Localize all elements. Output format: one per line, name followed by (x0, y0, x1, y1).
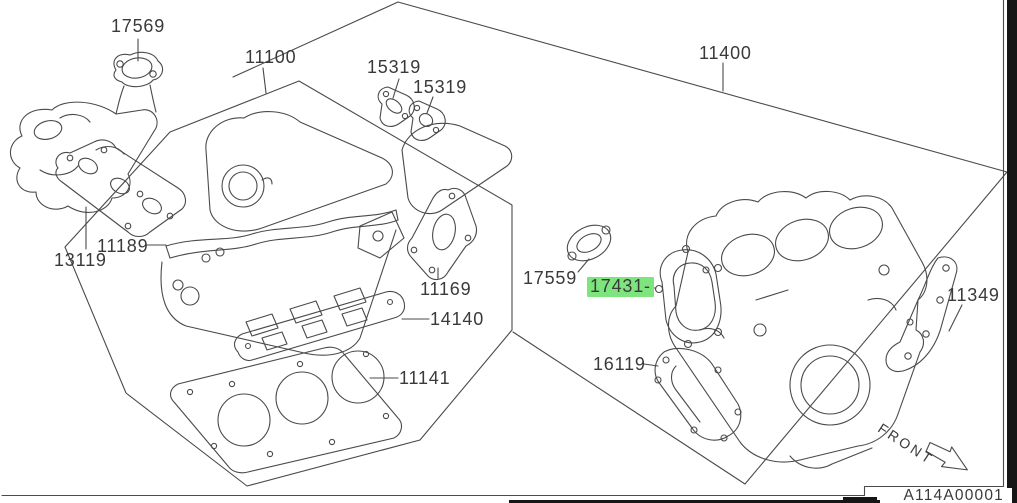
part-label-14140[interactable]: 14140 (430, 309, 485, 329)
exhaust-manifold-drawing (10, 102, 157, 212)
part-label-11169[interactable]: 11169 (420, 279, 472, 299)
exhaust-inlet-gasket-17569-drawing (114, 52, 163, 114)
timing-cover-gasket-17431-drawing (656, 246, 722, 348)
right-panel-border (233, 2, 1007, 484)
part-label-15319-b[interactable]: 15319 (413, 77, 468, 97)
part-label-11100[interactable]: 11100 (245, 47, 297, 67)
valve-cover-gasket-11189-drawing (166, 210, 398, 258)
separator-plate-11349-drawing (886, 257, 957, 372)
bracket-drawing (358, 212, 404, 258)
cylinder-bore (824, 201, 888, 256)
cylinder-bore (770, 213, 834, 268)
cylinder-bore (332, 351, 384, 403)
part-label-17431-highlighted[interactable]: 17431- (587, 277, 654, 297)
part-label-11349[interactable]: 11349 (947, 285, 1000, 305)
diagram-code: A114A00001 (903, 487, 1004, 503)
egr-pipe-gasket-15319-a-drawing (378, 87, 414, 126)
part-label-11189[interactable]: 11189 (97, 236, 149, 256)
part-label-13119[interactable]: 13119 (54, 250, 107, 270)
cylinder-bore (218, 394, 270, 446)
scan-artifacts (509, 0, 1017, 503)
panel-borders (65, 2, 1007, 486)
valve-cover-drawing (206, 112, 393, 232)
part-label-11400[interactable]: 11400 (699, 43, 752, 63)
water-pipe-gasket-17559-drawing (561, 218, 617, 268)
left-panel-border (65, 81, 512, 486)
part-label-11141[interactable]: 11141 (399, 368, 451, 388)
leader-15319-b (427, 97, 433, 113)
leader-lines (86, 39, 962, 378)
engine-block-drawing (669, 191, 927, 468)
frame-border (2, 0, 1004, 496)
egr-pipe-gasket-15319-b-drawing (409, 101, 445, 140)
cylinder-bore (276, 372, 328, 424)
leader-15319-a (393, 79, 399, 98)
oil-pump-boss (790, 345, 870, 425)
exhaust-manifold-gasket-13119-drawing (56, 140, 186, 237)
cylinder-bore (716, 228, 780, 283)
front-cover-16119-drawing (655, 348, 741, 441)
part-label-15319-a[interactable]: 15319 (367, 57, 422, 77)
part-label-17569[interactable]: 17569 (111, 16, 166, 36)
leader-11349 (949, 305, 962, 331)
leader-11100 (263, 68, 266, 93)
valve-cover-rear-drawing (402, 123, 512, 213)
head-gasket-11141-drawing (171, 347, 402, 473)
intake-manifold-gasket-14140-drawing (235, 291, 405, 360)
cam-carrier-plate-11169-drawing (408, 188, 477, 279)
part-label-17559[interactable]: 17559 (523, 268, 578, 288)
leader-17559 (578, 259, 589, 272)
part-label-16119[interactable]: 16119 (593, 354, 646, 374)
oil-filler-cap (222, 165, 264, 207)
front-arrow-icon (923, 436, 974, 478)
